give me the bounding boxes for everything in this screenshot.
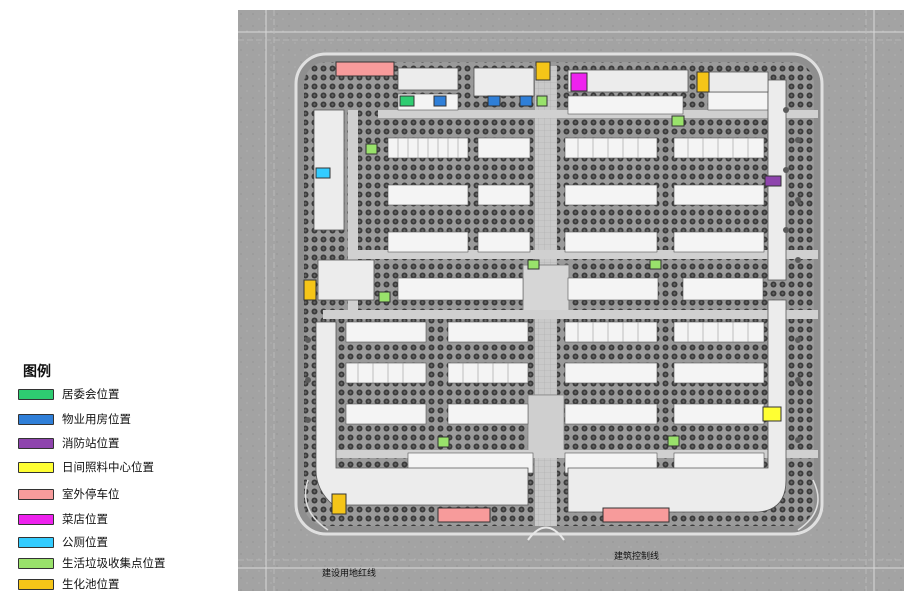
legend-swatch	[18, 514, 54, 525]
legend-swatch	[18, 414, 54, 425]
garbage-marker	[527, 259, 540, 270]
garbage-marker	[536, 95, 548, 107]
corner-arc	[797, 479, 819, 531]
legend-label: 公厕位置	[62, 535, 108, 549]
legend-swatch	[18, 489, 54, 500]
garbage-marker	[667, 435, 680, 447]
legend-label: 日间照料中心位置	[62, 460, 154, 474]
legend-label: 物业用房位置	[62, 412, 131, 426]
legend-swatch	[18, 579, 54, 590]
property-marker	[519, 95, 533, 107]
land-red-line-label: 建设用地红线	[322, 567, 376, 579]
internal-road	[323, 310, 818, 319]
legend-swatch	[18, 438, 54, 449]
garbage-marker	[437, 436, 450, 448]
site-plan-map: 建筑控制线 建设用地红线	[238, 10, 904, 591]
north-commercial-right	[567, 69, 689, 93]
garbage-marker	[365, 143, 378, 155]
legend-label: 菜店位置	[62, 512, 108, 526]
street-trees	[305, 107, 801, 443]
septic-marker	[331, 493, 347, 515]
legend-swatch	[18, 558, 54, 569]
facility-markers	[303, 61, 782, 523]
legend-title: 图例	[23, 364, 51, 380]
building-control-line-label: 建筑控制线	[614, 550, 659, 562]
property-marker	[433, 95, 447, 107]
corner-arc	[304, 479, 329, 531]
curb-lines	[238, 10, 904, 591]
vegetable-shop-marker	[570, 72, 588, 92]
internal-road	[348, 110, 358, 310]
garbage-marker	[649, 259, 662, 270]
building-unit-marks	[357, 138, 749, 383]
south-right-commercial	[567, 299, 787, 513]
north-east-commercial	[707, 71, 769, 93]
legend-label: 生化池位置	[62, 577, 120, 591]
north-commercial-left	[397, 67, 459, 91]
commercial-buildings	[313, 67, 787, 513]
committee-marker	[399, 95, 415, 107]
legend-swatch	[18, 462, 54, 473]
legend-panel: 图例 居委会位置 物业用房位置 消防站位置 日间照料中心位置 室外停车位 菜店位…	[0, 0, 238, 600]
septic-marker	[303, 279, 317, 301]
legend-label: 生活垃圾收集点位置	[62, 556, 166, 570]
legend-label: 室外停车位	[62, 487, 120, 501]
legend-label: 居委会位置	[62, 387, 120, 401]
south-left-commercial	[315, 321, 529, 506]
parking-marker	[335, 61, 395, 77]
south-gate-arc	[527, 526, 565, 541]
garbage-marker	[378, 291, 391, 303]
garbage-marker	[671, 115, 685, 127]
central-plaza	[522, 264, 570, 312]
property-marker	[487, 95, 501, 107]
south-plaza	[527, 394, 565, 456]
day-care-marker	[762, 406, 782, 422]
fire-station-marker	[764, 175, 782, 187]
internal-road	[358, 250, 818, 259]
legend-swatch	[18, 537, 54, 548]
legend-label: 消防站位置	[62, 436, 120, 450]
septic-marker	[535, 61, 551, 81]
parking-marker	[437, 507, 491, 523]
legend-swatch	[18, 389, 54, 400]
parking-marker	[602, 507, 670, 523]
kindergarten	[317, 259, 375, 301]
septic-marker	[696, 71, 710, 93]
toilet-marker	[315, 167, 331, 179]
outer-road-lines	[238, 10, 904, 591]
north-commercial-center	[473, 67, 535, 97]
